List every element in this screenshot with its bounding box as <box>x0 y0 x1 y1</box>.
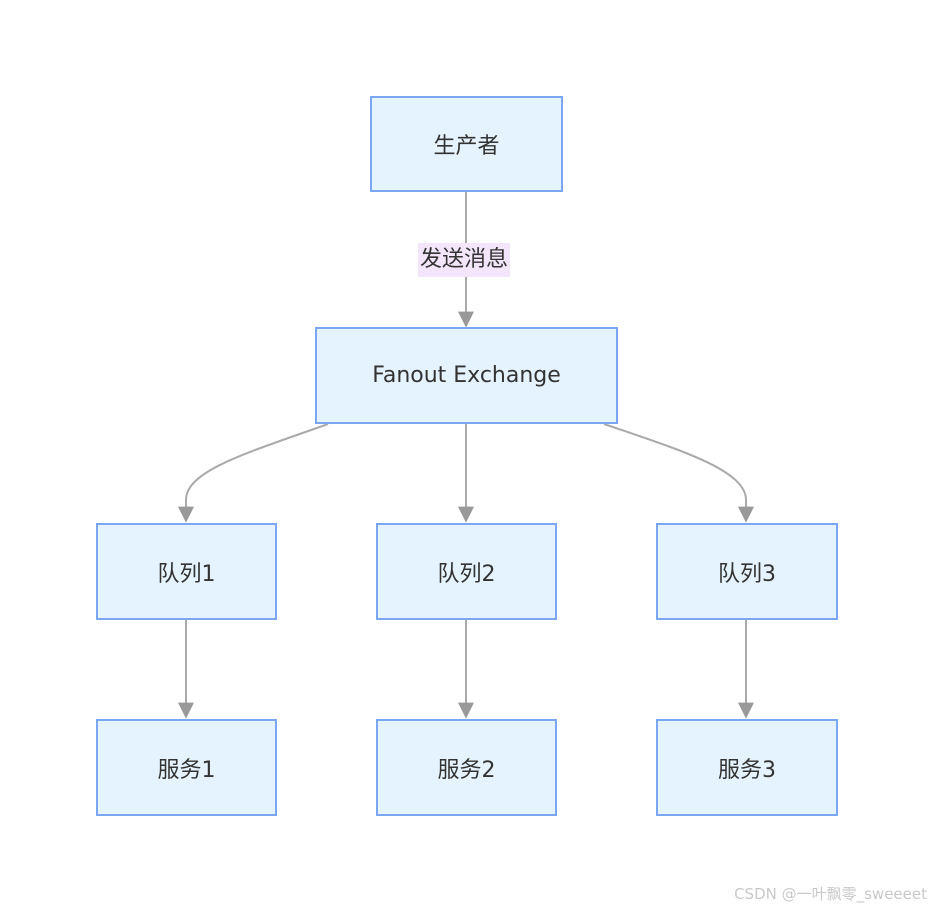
node-fanout-exchange: Fanout Exchange <box>315 327 618 424</box>
node-service2: 服务2 <box>376 719 557 816</box>
edge-label-send-message: 发送消息 <box>418 243 511 277</box>
node-service1-label: 服务1 <box>157 757 216 783</box>
node-producer: 生产者 <box>370 96 563 192</box>
node-queue3: 队列3 <box>656 523 838 620</box>
node-queue1: 队列1 <box>96 523 277 620</box>
node-service3: 服务3 <box>656 719 838 816</box>
node-queue2-label: 队列2 <box>437 561 496 587</box>
node-producer-label: 生产者 <box>433 134 500 159</box>
node-queue1-label: 队列1 <box>157 561 216 587</box>
node-fanout-exchange-label: Fanout Exchange <box>372 363 561 388</box>
node-service2-label: 服务2 <box>437 757 496 783</box>
node-queue3-label: 队列3 <box>718 561 776 587</box>
node-service1: 服务1 <box>96 719 277 816</box>
watermark: CSDN @一叶飘零_sweeeet <box>734 885 927 903</box>
edge-exchange-queue3 <box>603 423 754 523</box>
node-service3-label: 服务3 <box>718 757 776 783</box>
node-queue2: 队列2 <box>376 523 557 620</box>
edge-exchange-queue1 <box>178 423 329 523</box>
